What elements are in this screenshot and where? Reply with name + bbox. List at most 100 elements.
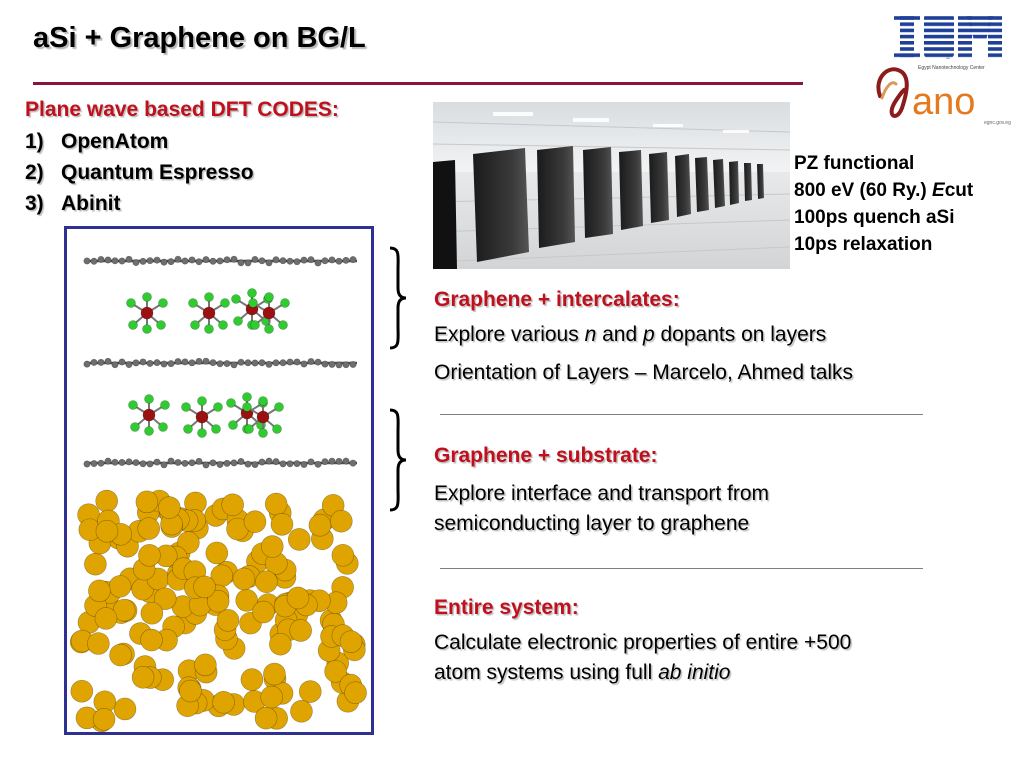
carbon-atom bbox=[335, 257, 343, 265]
silicon-atom bbox=[212, 690, 235, 714]
fluorine-atom bbox=[204, 292, 214, 302]
carbon-atom bbox=[146, 359, 154, 367]
fluorine-atom bbox=[242, 392, 252, 402]
carbon-atom bbox=[258, 458, 266, 466]
silicon-atom bbox=[70, 679, 94, 703]
carbon-atom bbox=[195, 357, 203, 365]
carbon-atom bbox=[265, 457, 273, 465]
silicon-atom bbox=[131, 665, 155, 689]
nano-url: egnc.gov.eg bbox=[984, 120, 1011, 126]
body-line: Explore various n and p dopants on layer… bbox=[434, 320, 853, 350]
carbon-atom bbox=[111, 361, 119, 369]
carbon-atom bbox=[181, 257, 189, 265]
carbon-atom bbox=[118, 458, 126, 466]
carbon-atom bbox=[90, 358, 98, 366]
fluorine-atom bbox=[144, 426, 154, 436]
curly-brace-icon bbox=[389, 408, 407, 512]
server-room-illustration bbox=[433, 102, 790, 269]
silicon-atom bbox=[344, 681, 367, 705]
setting-text: 800 eV (60 Ry.) bbox=[794, 180, 933, 201]
fluorine-atom bbox=[233, 316, 243, 326]
carbon-atom bbox=[160, 461, 168, 469]
carbon-atom bbox=[216, 257, 224, 265]
section-divider bbox=[440, 414, 923, 415]
silicon-atom bbox=[339, 630, 363, 654]
silicon-atom bbox=[92, 708, 116, 731]
nano-center-caption: Egypt Nanotechnology Center bbox=[918, 65, 985, 71]
dopant-atom bbox=[140, 306, 154, 320]
carbon-atom bbox=[209, 359, 217, 367]
ibm-logo: IBM bbox=[894, 14, 1002, 60]
fluorine-atom bbox=[213, 402, 223, 412]
carbon-atom bbox=[279, 257, 287, 265]
body-line: Orientation of Layers – Marcelo, Ahmed t… bbox=[434, 361, 854, 384]
carbon-atom bbox=[132, 359, 140, 367]
carbon-atom bbox=[97, 358, 105, 366]
setting-line: 10ps relaxation bbox=[794, 234, 933, 255]
carbon-atom bbox=[230, 459, 238, 467]
curly-brace-icon bbox=[389, 246, 407, 350]
body-italic: ab initio bbox=[658, 661, 731, 684]
carbon-atom bbox=[321, 360, 329, 368]
carbon-atom bbox=[300, 360, 308, 368]
fluorine-atom bbox=[128, 320, 138, 330]
fluorine-atom bbox=[128, 400, 138, 410]
silicon-atom bbox=[260, 685, 283, 709]
carbon-atom bbox=[160, 258, 168, 266]
carbon-atom bbox=[272, 256, 280, 264]
carbon-atom bbox=[153, 256, 161, 264]
carbon-atom bbox=[349, 360, 357, 368]
fluorine-atom bbox=[183, 424, 193, 434]
silicon-atom bbox=[254, 706, 278, 730]
silicon-atom bbox=[94, 607, 118, 630]
carbon-atom bbox=[202, 256, 210, 264]
fluorine-atom bbox=[156, 320, 166, 330]
code-name: Abinit bbox=[61, 192, 121, 215]
carbon-atom bbox=[146, 257, 154, 265]
silicon-atom bbox=[324, 660, 347, 683]
carbon-atom bbox=[349, 459, 357, 467]
carbon-atom bbox=[167, 360, 175, 368]
fluorine-atom bbox=[258, 396, 268, 406]
carbon-atom bbox=[251, 461, 259, 469]
fluorine-atom bbox=[142, 292, 152, 302]
body-text: dopants on layers bbox=[654, 323, 827, 346]
fluorine-atom bbox=[264, 292, 274, 302]
carbon-atom bbox=[139, 358, 147, 366]
list-number: 3) bbox=[25, 192, 44, 215]
fluorine-atom bbox=[264, 324, 274, 334]
silicon-atom bbox=[240, 668, 264, 691]
silicon-atom bbox=[329, 509, 353, 533]
fluorine-atom bbox=[126, 298, 136, 308]
silicon-atom bbox=[260, 535, 284, 558]
codes-list: 1)OpenAtom 2)Quantum Espresso 3)Abinit bbox=[25, 130, 254, 223]
setting-line: 800 eV (60 Ry.) Ecut bbox=[794, 177, 973, 204]
silicon-atom bbox=[252, 600, 275, 624]
carbon-atom bbox=[125, 458, 133, 466]
carbon-atom bbox=[258, 257, 266, 265]
silicon-atom bbox=[269, 632, 292, 656]
silicon-atom bbox=[270, 513, 294, 536]
codes-list-item: 1)OpenAtom bbox=[25, 130, 254, 161]
carbon-atom bbox=[244, 259, 252, 267]
silicon-atom bbox=[308, 513, 332, 537]
dopant-atom bbox=[202, 306, 216, 320]
codes-heading: Plane wave based DFT CODES: bbox=[25, 98, 339, 121]
carbon-atom bbox=[265, 259, 273, 267]
silicon-atom bbox=[221, 493, 244, 517]
carbon-atom bbox=[209, 459, 217, 467]
section-heading-substrate: Graphene + substrate: bbox=[434, 444, 658, 467]
carbon-atom bbox=[300, 256, 308, 264]
carbon-atom bbox=[272, 458, 280, 466]
carbon-atom bbox=[83, 460, 91, 468]
section-body-intercalates: Explore various n and p dopants on layer… bbox=[434, 320, 853, 388]
fluorine-atom bbox=[248, 298, 258, 308]
body-text: atom systems using full bbox=[434, 661, 659, 684]
dopant-atom bbox=[195, 410, 209, 424]
body-text: Explore various bbox=[434, 323, 585, 346]
fluorine-atom bbox=[211, 424, 221, 434]
carbon-atom bbox=[160, 360, 168, 368]
silicon-atom bbox=[194, 653, 217, 677]
silicon-atom bbox=[216, 609, 240, 632]
carbon-atom bbox=[223, 459, 231, 467]
